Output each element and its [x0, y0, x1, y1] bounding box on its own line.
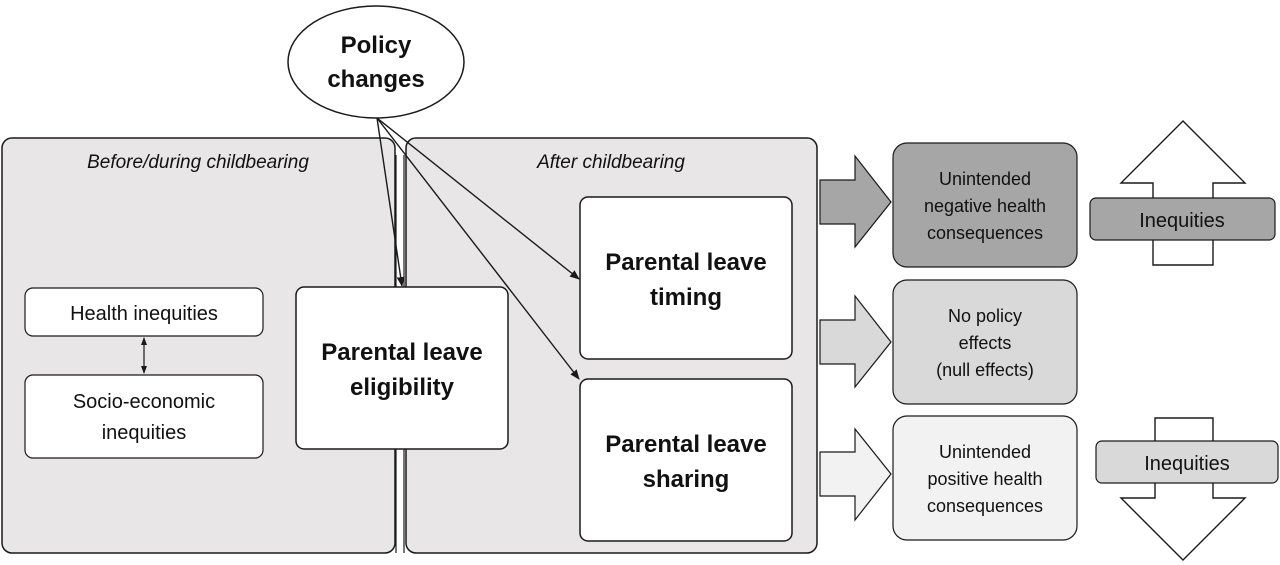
sharing-label-line2: sharing: [643, 466, 730, 493]
positive-line3: consequences: [927, 496, 1043, 516]
socio-label-line1: Socio-economic: [73, 391, 215, 413]
parental-leave-sharing-box: [579, 378, 793, 542]
arrow-to-sharing: [376, 117, 580, 380]
inequities-down-box: [1095, 440, 1279, 484]
parental-leave-timing-box: [579, 196, 793, 360]
timing-label-line1: Parental leave: [605, 249, 766, 276]
down-arrow: [1119, 417, 1247, 561]
after-panel-title: After childbearing: [536, 152, 685, 173]
socio-economic-inequities-box: [24, 374, 264, 459]
block-arrow-null: [819, 294, 892, 389]
eligibility-label-line1: Parental leave: [321, 339, 482, 366]
health-inequities-label: Health inequities: [70, 303, 218, 325]
positive-line1: Unintended: [939, 442, 1031, 462]
positive-consequences-box: [892, 415, 1078, 541]
policy-changes-node: [287, 5, 465, 119]
health-inequities-box: [24, 287, 264, 337]
negative-line3: consequences: [927, 223, 1043, 243]
timing-label-line2: timing: [650, 284, 722, 311]
sharing-label-line1: Parental leave: [605, 431, 766, 458]
negative-consequences-box: [892, 142, 1078, 268]
null-line1: No policy: [948, 306, 1022, 326]
block-arrow-positive: [819, 427, 892, 522]
arrow-to-timing: [376, 117, 580, 280]
parental-leave-eligibility-box: [295, 286, 509, 450]
negative-line1: Unintended: [939, 169, 1031, 189]
policy-label-line1: Policy: [341, 32, 412, 59]
arrow-to-eligibility: [376, 117, 405, 287]
negative-line2: negative health: [924, 196, 1046, 216]
socio-label-line2: inequities: [102, 422, 187, 444]
inequities-up-label: Inequities: [1139, 210, 1225, 232]
positive-line2: positive health: [927, 469, 1042, 489]
inequities-down-label: Inequities: [1144, 453, 1230, 475]
eligibility-label-line2: eligibility: [350, 374, 455, 401]
up-arrow: [1119, 120, 1247, 266]
null-line3: (null effects): [936, 360, 1034, 380]
null-line2: effects: [959, 333, 1012, 353]
no-policy-effects-box: [892, 279, 1078, 405]
before-panel-title: Before/during childbearing: [87, 152, 309, 173]
policy-label-line2: changes: [327, 66, 424, 93]
inequities-up-box: [1089, 197, 1276, 241]
block-arrow-negative: [819, 154, 892, 249]
